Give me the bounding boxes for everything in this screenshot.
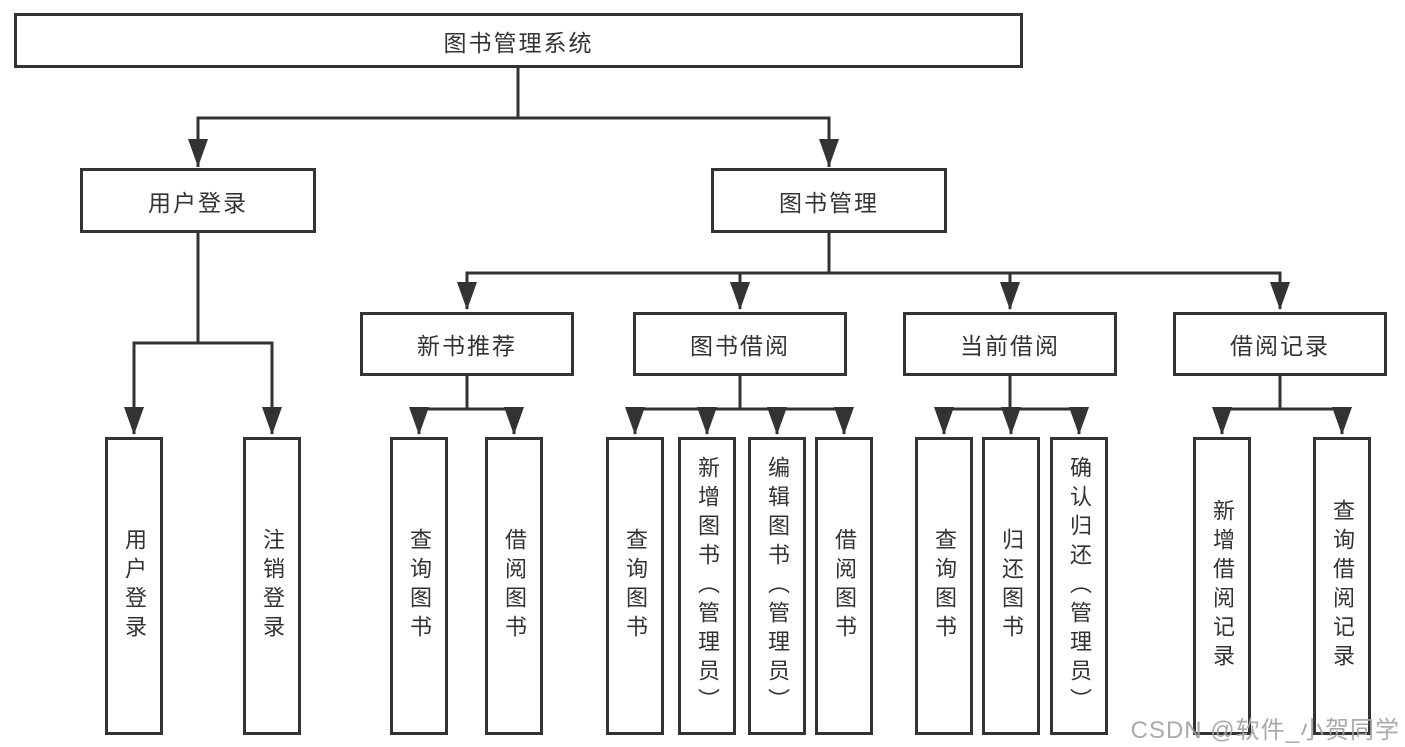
leaf-new-books-borrow: 借阅图书 [485, 437, 543, 735]
leaf-borrow-records-add: 新增借阅记录 [1193, 437, 1251, 735]
arrowhead-leaf-current-borrow-2 [1001, 407, 1021, 435]
arrowhead-leaf-current-borrow-3 [1069, 407, 1089, 435]
node-user-login-label: 用户登录 [148, 189, 248, 216]
connector-book-borrow-to-leaves [633, 407, 846, 434]
arrowhead-borrow-records [1270, 282, 1290, 310]
leaf-current-borrow-confirm-label: 确认归还（管理员） [1067, 455, 1092, 717]
node-root-label: 图书管理系统 [443, 29, 594, 56]
arrowhead-leaf-borrow-records-1 [1212, 407, 1232, 435]
leaf-book-borrow-query-label: 查询图书 [623, 528, 648, 644]
csdn-watermark: CSDN @软件_小贺同学 [1130, 717, 1400, 744]
node-new-books: 新书推荐 [360, 312, 574, 376]
arrowhead-leaf-user-login-1 [124, 407, 144, 435]
leaf-book-borrow-borrow-label: 借阅图书 [832, 528, 857, 644]
leaf-borrow-records-add-label: 新增借阅记录 [1210, 499, 1235, 673]
leaf-user-login-logout: 注销登录 [243, 437, 301, 735]
arrowhead-leaf-borrow-records-2 [1332, 407, 1352, 435]
leaf-user-login-logout-label: 注销登录 [260, 528, 285, 644]
leaf-current-borrow-query: 查询图书 [915, 437, 973, 735]
leaf-book-borrow-edit-label: 编辑图书（管理员） [765, 455, 790, 717]
arrowhead-leaf-book-borrow-2 [697, 407, 717, 435]
connector-lines [132, 68, 1344, 434]
node-current-borrow: 当前借阅 [903, 312, 1117, 376]
node-new-books-label: 新书推荐 [417, 333, 517, 359]
leaf-current-borrow-query-label: 查询图书 [932, 528, 957, 644]
connector-root-to-level2 [196, 116, 831, 167]
leaf-book-borrow-query: 查询图书 [606, 437, 664, 735]
leaf-new-books-query-label: 查询图书 [407, 528, 432, 644]
leaf-current-borrow-return: 归还图书 [982, 437, 1040, 735]
leaf-new-books-borrow-label: 借阅图书 [502, 528, 527, 644]
leaf-borrow-records-query-label: 查询借阅记录 [1330, 499, 1355, 673]
arrowheads [124, 139, 1352, 435]
arrowhead-leaf-book-borrow-3 [767, 407, 787, 435]
arrowhead-book-management [819, 139, 839, 167]
leaf-book-borrow-edit: 编辑图书（管理员） [748, 437, 806, 735]
connector-new-books-to-leaves [417, 407, 516, 434]
leaf-new-books-query: 查询图书 [390, 437, 448, 735]
leaf-user-login-login: 用户登录 [105, 437, 163, 735]
connector-user-login-to-leaves [132, 341, 274, 434]
node-book-management: 图书管理 [711, 168, 947, 233]
node-book-borrow-label: 图书借阅 [690, 333, 790, 359]
arrowhead-leaf-new-books-1 [409, 407, 429, 435]
arrowhead-leaf-current-borrow-1 [934, 407, 954, 435]
leaf-current-borrow-confirm: 确认归还（管理员） [1050, 437, 1108, 735]
arrowhead-book-borrow [730, 282, 750, 310]
node-current-borrow-label: 当前借阅 [960, 333, 1060, 359]
leaf-book-borrow-borrow: 借阅图书 [815, 437, 873, 735]
leaf-book-borrow-add: 新增图书（管理员） [678, 437, 736, 735]
arrowhead-current-borrow [1000, 282, 1020, 310]
connector-book-management-to-level3 [465, 271, 1282, 309]
arrowhead-leaf-book-borrow-4 [834, 407, 854, 435]
arrowhead-new-books [457, 282, 477, 310]
node-borrow-records-label: 借阅记录 [1230, 333, 1330, 359]
arrowhead-user-login [188, 139, 208, 167]
node-root: 图书管理系统 [14, 13, 1023, 68]
leaf-book-borrow-add-label: 新增图书（管理员） [695, 455, 720, 717]
node-book-borrow: 图书借阅 [633, 312, 847, 376]
leaf-current-borrow-return-label: 归还图书 [999, 528, 1024, 644]
node-borrow-records: 借阅记录 [1173, 312, 1387, 376]
arrowhead-leaf-new-books-2 [504, 407, 524, 435]
leaf-user-login-login-label: 用户登录 [122, 528, 147, 644]
node-user-login: 用户登录 [80, 168, 316, 233]
arrowhead-leaf-book-borrow-1 [625, 407, 645, 435]
arrowhead-leaf-user-login-2 [262, 407, 282, 435]
node-book-management-label: 图书管理 [779, 189, 879, 216]
connector-borrow-records-to-leaves [1220, 407, 1344, 434]
leaf-borrow-records-query: 查询借阅记录 [1313, 437, 1371, 735]
